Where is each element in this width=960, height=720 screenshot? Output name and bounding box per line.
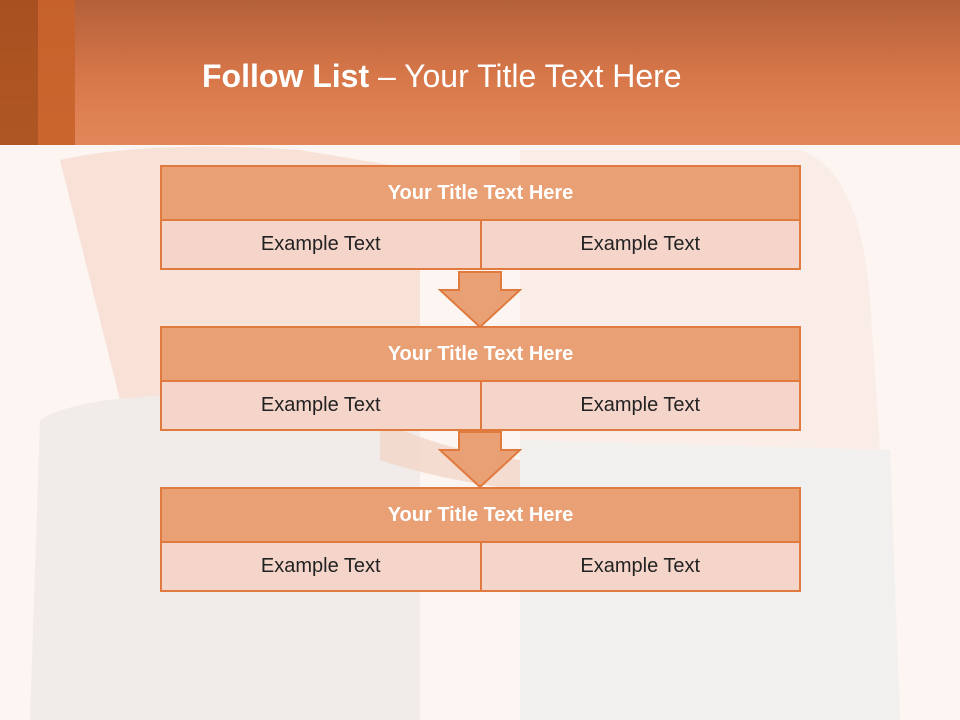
header-banner: Follow List – Your Title Text Here (0, 0, 960, 145)
slide-title-rest: – Your Title Text Here (377, 58, 682, 94)
follow-block-1: Your Title Text Here Example Text Exampl… (160, 165, 801, 270)
down-arrow-icon (438, 271, 522, 329)
header-accent-bar-dark (0, 0, 38, 145)
block-row: Example Text Example Text (160, 382, 801, 431)
follow-block-3: Your Title Text Here Example Text Exampl… (160, 487, 801, 592)
block-cell-left: Example Text (160, 543, 481, 592)
follow-block-2: Your Title Text Here Example Text Exampl… (160, 326, 801, 431)
block-cell-left: Example Text (160, 221, 481, 270)
block-title: Your Title Text Here (160, 165, 801, 221)
block-cell-right: Example Text (480, 543, 801, 592)
header-accent-bar (38, 0, 75, 145)
block-cell-right: Example Text (480, 221, 801, 270)
block-cell-right: Example Text (480, 382, 801, 431)
slide-title-bold: Follow List (202, 58, 370, 94)
block-title: Your Title Text Here (160, 487, 801, 543)
down-arrow-icon (438, 431, 522, 489)
block-title: Your Title Text Here (160, 326, 801, 382)
block-row: Example Text Example Text (160, 543, 801, 592)
slide-title: Follow List – Your Title Text Here (202, 56, 682, 96)
block-row: Example Text Example Text (160, 221, 801, 270)
block-cell-left: Example Text (160, 382, 481, 431)
